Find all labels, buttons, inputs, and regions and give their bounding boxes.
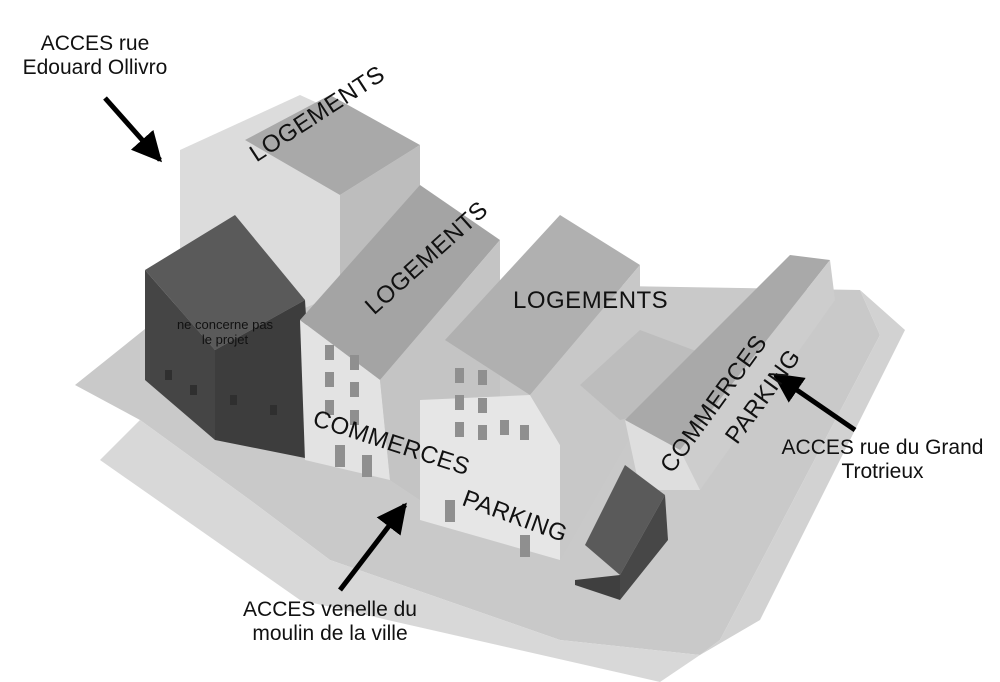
excluded-building-windows <box>165 370 277 415</box>
middle-building-windows <box>325 345 372 477</box>
access-venelle-line1: ACCES venelle du <box>243 598 417 621</box>
corner-building-side <box>620 495 668 600</box>
access-label-edouard-ollivro: ACCES rue Edouard Ollivro <box>10 32 180 80</box>
street-right <box>700 290 905 655</box>
arrow-venelle <box>338 502 407 592</box>
middle-building-roof <box>300 185 500 380</box>
excluded-note-line1: ne concerne pas <box>176 317 274 332</box>
central-building-side <box>530 265 640 560</box>
excluded-building-side <box>215 300 315 460</box>
excluded-building-front <box>145 270 215 440</box>
middle-building-front <box>300 320 390 480</box>
excluded-note-line2: le projet <box>201 331 249 347</box>
central-building-roof <box>445 215 640 395</box>
access-grand-trotrieux-line1: ACCES rue du Grand <box>781 436 984 459</box>
street-front <box>100 420 700 682</box>
excluded-building-roof <box>145 215 305 350</box>
corner-building-front <box>575 575 620 600</box>
corner-building-roof <box>585 465 665 575</box>
zone-label-logements-right: LOGEMENTS <box>513 287 669 314</box>
access-venelle-line2: moulin de la ville <box>252 622 408 646</box>
right-building-side <box>680 260 835 490</box>
central-building-windows <box>445 368 530 557</box>
arrow-edouard-ollivro <box>103 96 162 163</box>
access-edouard-line1: ACCES rue <box>40 32 150 55</box>
access-label-venelle: ACCES venelle du moulin de la ville <box>235 598 425 646</box>
access-label-grand-trotrieux: ACCES rue du Grand Trotrieux <box>775 436 990 484</box>
arrow-grand-trotrieux <box>772 372 857 433</box>
access-grand-trotrieux-line2: Trotrieux <box>841 460 924 484</box>
right-building-roof <box>625 255 830 450</box>
back-building-roof <box>245 95 420 195</box>
right-building-front <box>625 420 700 490</box>
access-edouard-line2: Edouard Ollivro <box>22 56 168 80</box>
excluded-building-note: ne concerne pas le projet <box>165 317 285 348</box>
